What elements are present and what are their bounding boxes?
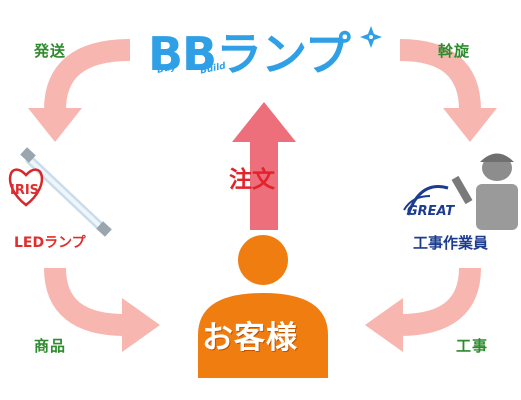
arrow-led-to-customer (44, 267, 160, 352)
great-brand-text: GREAT (407, 204, 455, 219)
iris-brand-text: IRIS (10, 183, 40, 198)
flow-label-top-right: 斡旋 (438, 42, 471, 60)
worker-icon (451, 153, 518, 230)
bb-lamp-logo: BBランプ (148, 27, 351, 81)
flow-label-top-left: 発送 (34, 42, 67, 60)
flow-label-bottom-left: 商品 (34, 337, 67, 355)
arrow-worker-to-customer (365, 267, 481, 352)
led-tube-icon (20, 147, 112, 237)
flow-label-center: 注文 (229, 167, 275, 193)
great-logo-icon (403, 185, 449, 216)
flow-label-bottom-right: 工事 (456, 337, 489, 355)
arrow-customer-to-logo (232, 102, 296, 230)
customer-label: お客様 (202, 320, 298, 356)
iris-heart-icon (8, 168, 44, 207)
led-lamp-label: LEDランプ (14, 235, 86, 251)
arrow-logo-to-led (28, 39, 131, 142)
worker-label: 工事作業員 (413, 234, 489, 252)
customer-person-icon (198, 235, 328, 378)
logo-sparkle-icon (360, 26, 382, 48)
arrow-logo-to-worker (399, 39, 497, 142)
